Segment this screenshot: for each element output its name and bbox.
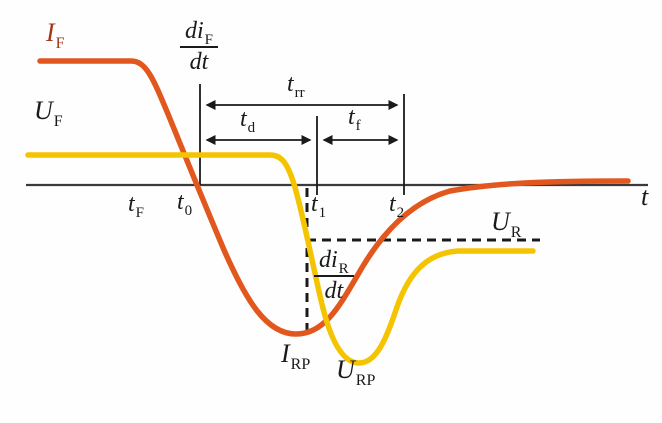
forward-voltage-label: UF (34, 96, 63, 130)
t1-axis-label: t1 (311, 191, 327, 221)
reverse-di-dt-label: diR dt (314, 247, 354, 303)
peak-reverse-current-label: IRP (281, 339, 311, 373)
forward-current-label: IF (46, 18, 65, 52)
current-curve (37, 58, 631, 337)
time-axis-label: t (641, 182, 649, 211)
reverse-voltage-label: UR (491, 207, 522, 241)
t2-axis-label: t2 (389, 191, 405, 221)
td-label: td (240, 106, 256, 136)
voltage-curve (25, 152, 536, 366)
peak-reverse-voltage-label: URP (336, 355, 376, 389)
trr-label: trr (287, 71, 305, 101)
t0-axis-label: t0 (177, 189, 193, 219)
tf-label: tf (348, 104, 361, 134)
tF-axis-label: tF (128, 191, 145, 221)
forward-di-dt-label: diF dt (180, 18, 219, 74)
